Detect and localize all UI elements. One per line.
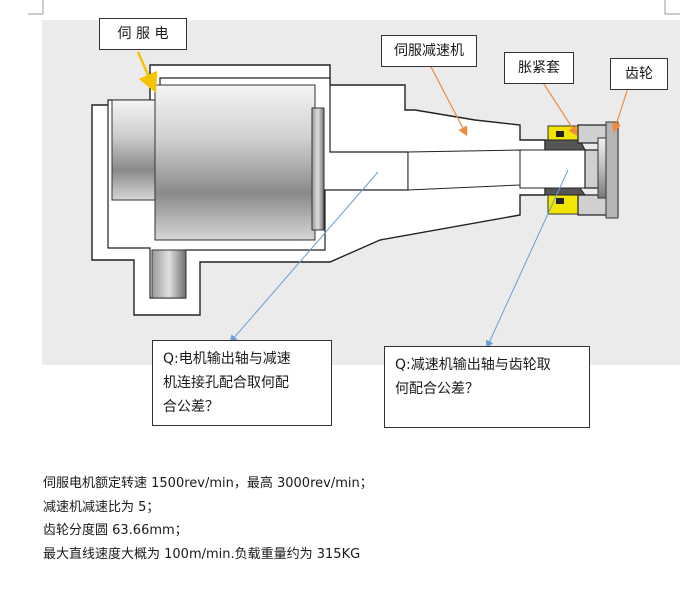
expansion-sleeve-label-text: 胀紧套 — [518, 59, 560, 76]
gear-label-text: 齿轮 — [625, 65, 653, 82]
spec-line: 最大直线速度大概为 100m/min.负载重量约为 315KG — [43, 546, 361, 562]
servo-motor-label: 伺 服 电 — [99, 18, 187, 50]
question-box-1: Q:电机输出轴与减速 机连接孔配合取何配 合公差？ — [152, 340, 332, 426]
sleeve-arrow — [539, 77, 578, 137]
gear-teeth — [605, 121, 619, 219]
servo-reducer-label-text: 伺服减速机 — [394, 42, 464, 59]
spec-line: 减速机减速比为 5； — [43, 499, 160, 515]
q1-arrow — [229, 171, 379, 344]
motor-stator — [154, 84, 316, 241]
expansion-sleeve-label: 胀紧套 — [504, 52, 574, 84]
gear-label: 齿轮 — [610, 58, 668, 90]
question-2-line: Q:减速机输出轴与齿轮取 — [395, 357, 551, 373]
question-1-line: 合公差？ — [163, 399, 219, 415]
spec-line: 伺服电机额定转速 1500rev/min，最高 3000rev/min； — [43, 476, 373, 491]
motor-flange — [311, 107, 325, 231]
spec-paragraph: 伺服电机额定转速 1500rev/min，最高 3000rev/min； 减速机… — [43, 472, 373, 566]
connector-block — [151, 249, 187, 299]
gear-arrow — [611, 87, 629, 133]
reducer-body — [407, 149, 521, 191]
servo-reducer-label: 伺服减速机 — [381, 35, 477, 67]
servo-motor-label-text: 伺 服 电 — [117, 25, 169, 42]
spec-line: 齿轮分度圆 63.66mm； — [43, 523, 188, 538]
reducer-arrow — [429, 64, 468, 137]
page-corner-marks — [28, 0, 680, 15]
question-1-line: Q:电机输出轴与减速 — [163, 351, 291, 367]
q2-arrow — [486, 169, 569, 349]
question-box-2: Q:减速机输出轴与齿轮取 何配合公差？ — [384, 346, 590, 428]
motor-arrow — [136, 51, 158, 94]
question-1-line: 机连接孔配合取何配 — [163, 375, 289, 391]
question-2-line: 何配合公差？ — [395, 381, 479, 397]
